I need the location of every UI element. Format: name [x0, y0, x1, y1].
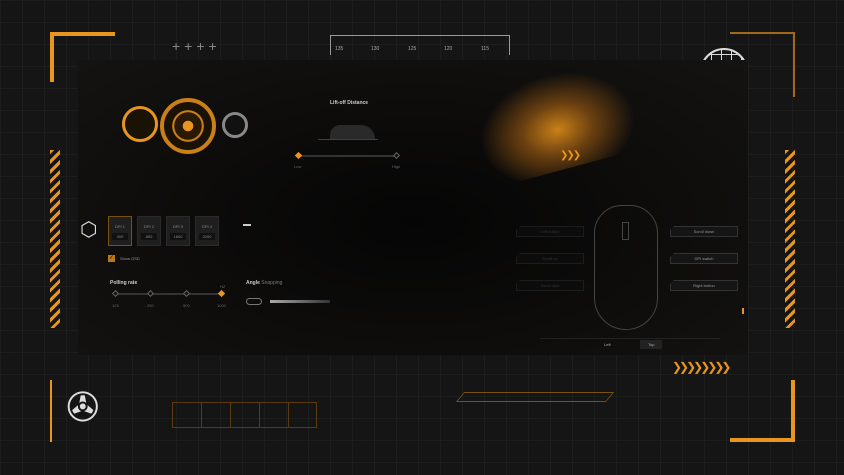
deco-grid-bottom: [172, 402, 317, 428]
stripes-right: [785, 150, 795, 328]
angle-title-text2: Snapping: [261, 280, 283, 286]
liftoff-high: High: [392, 164, 401, 169]
frame-corner-tr: [730, 32, 795, 97]
surface-line: [318, 139, 378, 140]
polling-label: 250: [147, 303, 154, 308]
dpi-slider-handle[interactable]: [243, 224, 251, 226]
liftoff-title: Lift-off Distance: [330, 100, 369, 106]
dpi-value: 400: [112, 233, 128, 240]
stripes-left: [50, 150, 60, 328]
hexagon-icon: ⬡: [80, 219, 98, 241]
ruler-tick: 115: [481, 46, 489, 52]
angle-title-text: Angle: [246, 280, 260, 286]
dpi-switch-mapping[interactable]: DPI switch: [670, 253, 738, 264]
deco-bar-bottom: [455, 392, 615, 402]
liftoff-slider[interactable]: [298, 155, 398, 157]
dpi-label: DPI 4: [201, 224, 212, 229]
dpi-value: 3200: [199, 233, 215, 240]
frame-corner-br: [730, 380, 795, 442]
angle-wave-graphic: [270, 300, 330, 303]
mouse-top-view: [594, 205, 658, 330]
chevrons-icon: ❯❯❯❯❯❯❯❯: [672, 360, 731, 374]
left-button-mapping[interactable]: Left button: [516, 226, 584, 237]
frame-corner-tl: [50, 32, 115, 82]
scroll-down-mapping[interactable]: Scroll down: [670, 226, 738, 237]
ruler-tick: 120: [444, 46, 453, 52]
dpi-stage-1[interactable]: DPI 1 400: [108, 216, 132, 246]
polling-unit: HZ: [220, 284, 226, 289]
polling-slider[interactable]: [116, 293, 222, 295]
polling-label: 500: [183, 303, 190, 308]
polling-label: 1000: [217, 303, 226, 308]
scroll-ruler: 135 130 125 120 115: [330, 35, 510, 55]
angle-title: Angle Snapping: [246, 280, 282, 286]
ruler-tick: 135: [335, 46, 344, 52]
scroll-wheel-outline: [622, 222, 629, 240]
polling-title: Polling rate: [110, 280, 138, 286]
dpi-stage-4[interactable]: DPI 4 3200: [195, 216, 219, 246]
view-tabs: Left Top: [540, 338, 720, 349]
scroll-up-mapping[interactable]: Scroll up: [516, 253, 584, 264]
angle-snapping-toggle[interactable]: [246, 298, 262, 305]
ruler-tick: 125: [408, 46, 417, 52]
right-button-mapping[interactable]: Right button: [670, 280, 738, 291]
show-osd-checkbox[interactable]: ✓: [108, 255, 115, 262]
dpi-label: DPI 3: [172, 224, 183, 229]
plus-marks-icon: ++++: [172, 38, 221, 54]
dpi-stage-3[interactable]: DPI 3 1600: [166, 216, 190, 246]
mouse-side-image: [330, 125, 375, 139]
show-osd-label: Show OSD: [120, 256, 140, 261]
tab-left[interactable]: Left: [604, 342, 611, 347]
scroll-indicator[interactable]: [742, 308, 744, 314]
gauge-small: [122, 106, 158, 142]
dpi-value: 1600: [170, 233, 186, 240]
scroll-click-mapping[interactable]: Scroll click: [516, 280, 584, 291]
dpi-stage-2[interactable]: DPI 2 800: [137, 216, 161, 246]
polling-label: 125: [112, 303, 119, 308]
dpi-value: 800: [141, 233, 157, 240]
liftoff-low: Low: [294, 164, 302, 169]
fan-icon: ✇: [66, 386, 100, 430]
frame-corner-bl: [50, 380, 60, 442]
ruler-tick: 130: [371, 46, 380, 52]
chevrons-small-icon: ❯❯❯: [560, 150, 581, 161]
gauge-large: [160, 98, 216, 154]
dpi-label: DPI 1: [114, 224, 125, 229]
tab-top[interactable]: Top: [640, 340, 663, 349]
dpi-label: DPI 2: [143, 224, 154, 229]
gauge-gray: [222, 112, 248, 138]
